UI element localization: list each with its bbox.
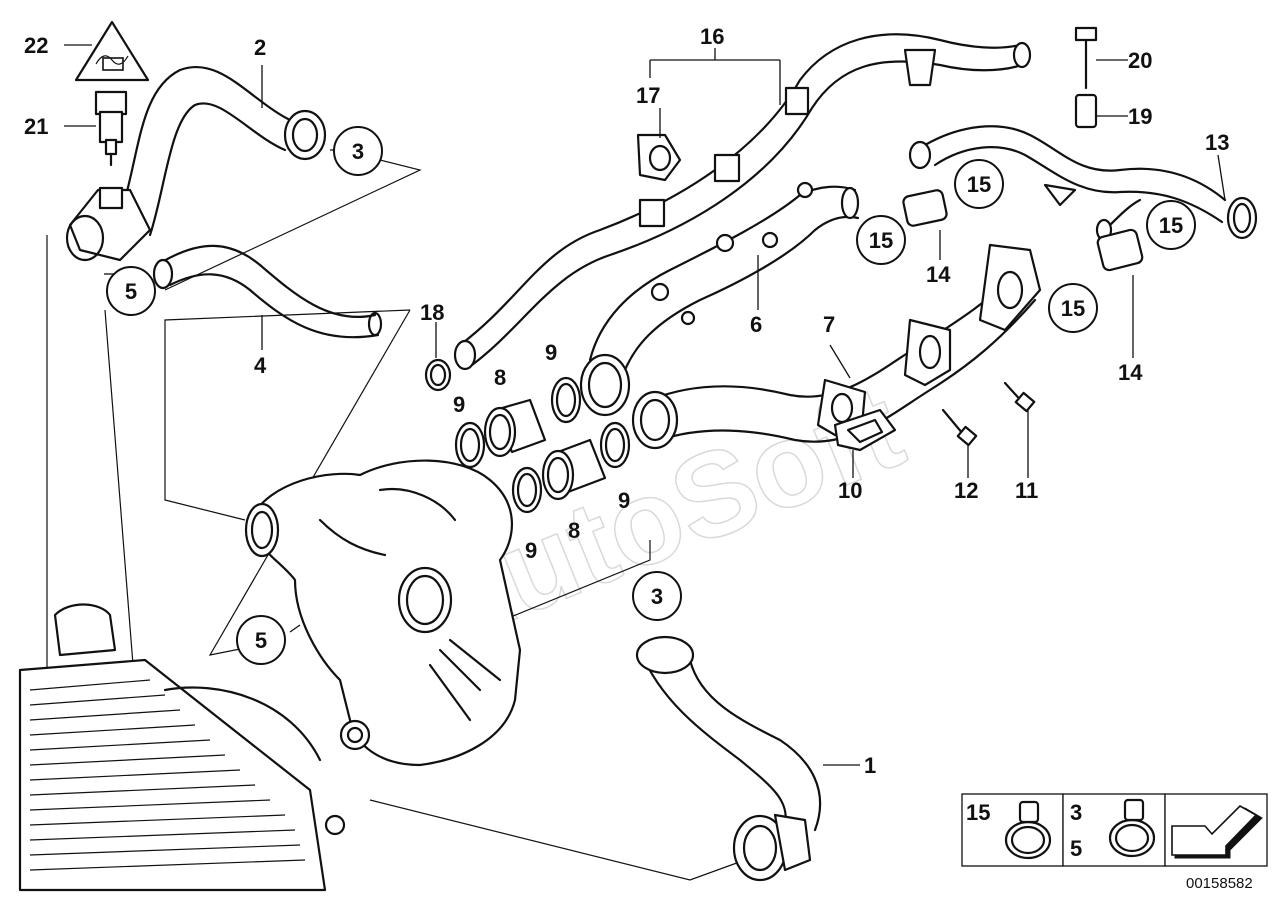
legend-label-5: 5 xyxy=(1070,836,1082,861)
svg-text:5: 5 xyxy=(125,279,137,304)
part-numbers: 1 2 4 6 7 8 8 9 9 9 9 10 11 12 13 14 14 … xyxy=(24,24,1229,778)
label-4: 4 xyxy=(254,353,267,378)
warning-triangle-icon xyxy=(74,20,150,82)
bypass-hose xyxy=(152,244,383,339)
coolant-pipe-lower-flange xyxy=(631,243,1042,450)
coolant-pipe-flanged xyxy=(579,181,860,417)
label-2: 2 xyxy=(254,35,266,60)
legend: 15 3 5 xyxy=(961,793,1268,867)
temperature-sensor xyxy=(94,90,128,167)
label-7: 7 xyxy=(823,312,835,337)
label-17: 17 xyxy=(636,83,660,108)
svg-text:3: 3 xyxy=(651,584,663,609)
label-12: 12 xyxy=(954,478,978,503)
legend-label-15: 15 xyxy=(966,800,990,825)
svg-text:15: 15 xyxy=(1159,213,1183,238)
hose-sleeves xyxy=(902,189,1144,272)
flange-gasket xyxy=(833,408,897,452)
label-9-c: 9 xyxy=(525,538,537,563)
connection-guides xyxy=(46,159,746,881)
label-9-d: 9 xyxy=(618,488,630,513)
svg-text:3: 3 xyxy=(352,139,364,164)
label-9-b: 9 xyxy=(545,340,557,365)
stud-and-sleeve xyxy=(1074,26,1098,129)
radiator xyxy=(18,603,346,892)
svg-text:15: 15 xyxy=(869,228,893,253)
pipe-clip xyxy=(636,133,682,182)
label-14-a: 14 xyxy=(926,262,951,287)
label-11: 11 xyxy=(1015,478,1038,503)
water-pump xyxy=(244,459,522,767)
callout-5-lower: 5 xyxy=(236,615,286,665)
callout-3-lower: 3 xyxy=(632,571,682,621)
label-9-a: 9 xyxy=(453,392,465,417)
label-22: 22 xyxy=(24,33,48,58)
callout-15-b: 15 xyxy=(856,215,906,265)
callout-15-d: 15 xyxy=(1048,283,1098,333)
label-10: 10 xyxy=(838,478,862,503)
label-1: 1 xyxy=(864,753,876,778)
hose-clamp-icon xyxy=(1004,800,1052,860)
legend-label-3: 3 xyxy=(1070,800,1082,825)
label-18: 18 xyxy=(420,300,444,325)
coolant-pipe-long xyxy=(453,33,1032,371)
callout-5-upper: 5 xyxy=(106,266,156,316)
hose-clamp-icon xyxy=(1108,798,1156,858)
arrow-icon xyxy=(1171,805,1263,859)
label-8-upper: 8 xyxy=(494,365,506,390)
document-id: 00158582 xyxy=(1186,875,1253,892)
label-20: 20 xyxy=(1128,48,1152,73)
callout-3-upper: 3 xyxy=(333,126,383,176)
label-8-lower: 8 xyxy=(568,518,580,543)
label-6: 6 xyxy=(750,312,762,337)
label-14-b: 14 xyxy=(1118,360,1143,385)
seals-and-connectors xyxy=(424,358,631,514)
upper-radiator-hose xyxy=(65,66,327,262)
label-16: 16 xyxy=(700,24,724,49)
svg-text:15: 15 xyxy=(1061,296,1085,321)
svg-text:5: 5 xyxy=(255,628,267,653)
circled-callouts: 3 3 5 5 15 15 15 15 xyxy=(106,126,1196,665)
bolts xyxy=(941,381,1036,447)
lower-radiator-hose xyxy=(635,635,822,882)
label-13: 13 xyxy=(1205,130,1229,155)
label-19: 19 xyxy=(1128,104,1152,129)
label-21: 21 xyxy=(24,114,48,139)
callout-15-a: 15 xyxy=(954,159,1004,209)
callout-15-c: 15 xyxy=(1146,200,1196,250)
svg-text:15: 15 xyxy=(967,172,991,197)
leader-lines xyxy=(64,44,1226,766)
